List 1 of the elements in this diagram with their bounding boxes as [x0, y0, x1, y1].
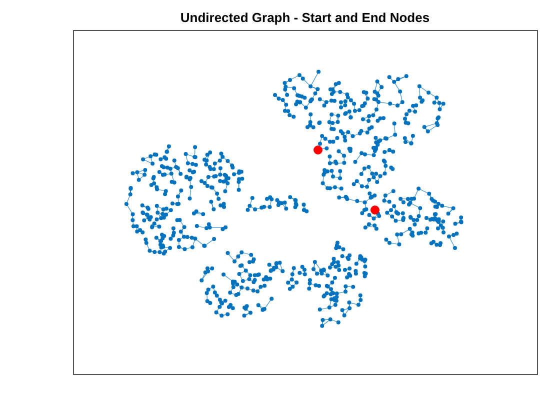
chart-title: Undirected Graph - Start and End Nodes	[179, 10, 431, 25]
